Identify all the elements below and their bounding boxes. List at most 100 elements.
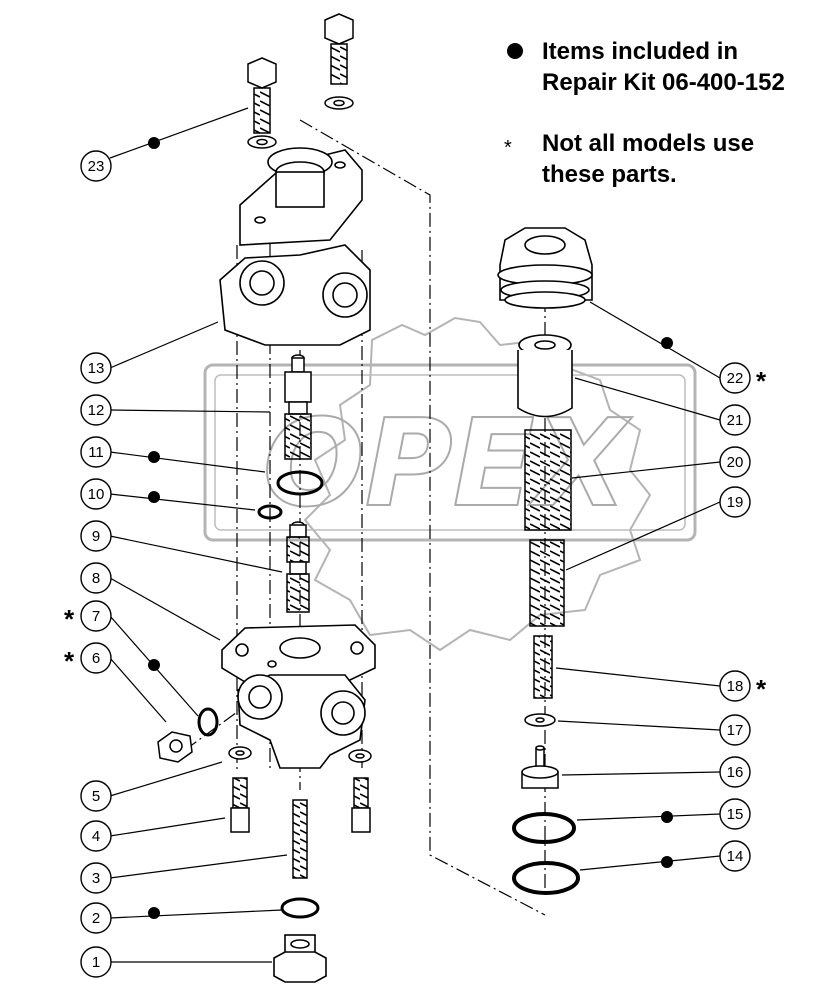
callout-circle [719, 840, 751, 872]
callout-number: 11 [88, 444, 104, 461]
callout-circle [80, 780, 112, 812]
callout-number: 13 [88, 360, 105, 377]
legend-kit-line1: Items included in [542, 38, 739, 65]
watermark-gear [303, 316, 652, 652]
callout-21: 21 [719, 404, 751, 436]
callout-number: 2 [92, 910, 100, 927]
callout-number: 22 [727, 370, 744, 387]
callout-14: 14 [719, 840, 751, 872]
callout-11: 11 [80, 436, 112, 468]
callout-circle [80, 600, 112, 632]
lower-valve-body [221, 624, 376, 769]
cylinder-cup [517, 334, 573, 418]
callout-13: 13 [80, 352, 112, 384]
callout-circle [80, 862, 112, 894]
o-ring-bottom [280, 897, 320, 919]
callout-4: 4 [80, 820, 112, 852]
callout-number: 9 [92, 528, 100, 545]
callout-6: 6* [64, 642, 112, 676]
callout-number: 17 [727, 722, 744, 739]
watermark-text: OPEX [263, 395, 633, 534]
callout-circle [719, 362, 751, 394]
bolt-left-top [247, 57, 277, 149]
callout-number: 4 [92, 828, 100, 845]
ring-seal-lower [512, 861, 580, 895]
callout-19: 19 [719, 486, 751, 518]
plug-fitting [157, 731, 193, 763]
callout-circle [80, 902, 112, 934]
callout-note-asterisk: * [64, 604, 75, 634]
callout-circle [80, 642, 112, 674]
watermark-frame-outer [203, 363, 697, 542]
callout-2: 2 [80, 902, 112, 934]
callout-22: 22 * [719, 362, 767, 396]
callout-circle [719, 714, 751, 746]
spring-small [533, 635, 553, 699]
callout-note-asterisk: * [756, 674, 767, 704]
watermark-frame-inner [214, 374, 686, 531]
callout-3: 3 [80, 862, 112, 894]
callout-number: 15 [727, 806, 744, 823]
callout-number: 1 [92, 954, 100, 971]
callout-number: 3 [92, 870, 100, 887]
callout-number: 10 [88, 486, 105, 503]
callout-circle [719, 670, 751, 702]
callout-circle [80, 946, 112, 978]
callout-number: 18 [727, 678, 744, 695]
callout-23: 23 [80, 150, 112, 182]
callout-note-asterisk: * [756, 366, 767, 396]
callout-circle [80, 150, 112, 182]
callout-5: 5 [80, 780, 112, 812]
spring-medium [529, 539, 565, 627]
callout-circle [719, 756, 751, 788]
callout-number: 16 [727, 764, 744, 781]
callout-group: 123456*7*89101112131415161718*19202122*2… [64, 150, 767, 978]
callout-number: 6 [92, 650, 100, 667]
upper-valve-body [219, 147, 371, 346]
long-spring [292, 799, 308, 879]
callout-circle [719, 486, 751, 518]
callout-circle [719, 798, 751, 830]
leader-lines [109, 107, 721, 963]
callout-circle [80, 562, 112, 594]
callout-circle [80, 394, 112, 426]
callout-circle [719, 446, 751, 478]
legend-kit-line2: Repair Kit 06-400-152 [542, 69, 785, 96]
legend-asterisk-icon: * [504, 137, 512, 159]
callout-number: 19 [727, 494, 744, 511]
legend-kit-text: Items included in Repair Kit 06-400-152 [542, 36, 785, 98]
callout-number: 14 [727, 848, 744, 865]
callout-16: 16 [719, 756, 751, 788]
callout-number: 21 [727, 412, 744, 429]
piston-lower [286, 521, 310, 613]
bottom-fitting [273, 934, 327, 983]
callout-number: 8 [92, 570, 100, 587]
callout-9: 9 [80, 520, 112, 552]
callout-circle [80, 478, 112, 510]
callout-20: 20 [719, 446, 751, 478]
legend-note-line2: these parts. [542, 161, 677, 188]
legend-note-text: Not all models use these parts. [542, 128, 754, 190]
callout-circle [719, 404, 751, 436]
callout-circle [80, 352, 112, 384]
spring-large [524, 429, 572, 531]
callout-8: 8 [80, 562, 112, 594]
lower-washers [228, 746, 372, 763]
callout-circle [80, 436, 112, 468]
legend-bullet-icon [507, 43, 523, 59]
callout-15: 15 [719, 798, 751, 830]
lower-bolts [230, 777, 371, 833]
o-ring-plug [197, 707, 219, 737]
piston-upper [284, 354, 312, 460]
bolt-right-top [324, 13, 354, 110]
callout-18: 18 * [719, 670, 767, 704]
o-ring-small [257, 504, 283, 520]
callout-number: 23 [88, 158, 105, 175]
flat-washer [524, 713, 556, 727]
callout-10: 10 [80, 478, 112, 510]
callout-number: 12 [88, 402, 105, 419]
callout-12: 12 [80, 394, 112, 426]
stem-pin [521, 745, 559, 789]
